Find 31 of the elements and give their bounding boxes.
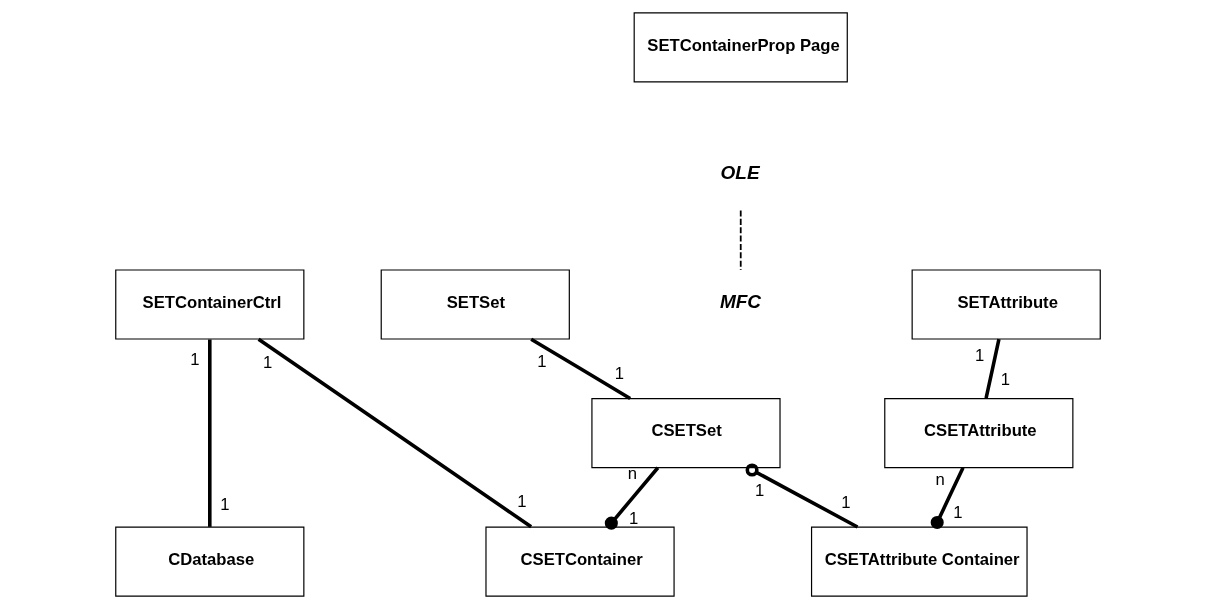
label: n [935,470,945,490]
connector [530,337,632,400]
label: 1 [263,353,273,373]
node-box: CDatabase [115,526,305,597]
label: 1 [975,346,985,366]
connector [984,338,1001,399]
node-box: SETSet [380,269,570,340]
label: 1 [190,350,200,370]
node-box: SETContainerProp Page [633,12,848,83]
label: OLE [720,162,760,184]
connector [745,463,859,529]
label: 1 [220,494,230,514]
label: 1 [614,363,625,383]
label: 1 [953,503,963,523]
node-box: CSETAttribute [884,397,1074,469]
node-box: CSETContainer [485,526,675,597]
label: 1 [754,480,765,500]
label: 1 [517,491,527,511]
node-box: CSETSet [591,397,781,469]
label: 1 [841,493,851,512]
connector [930,466,965,530]
connector [604,466,660,530]
label: 1 [537,352,547,372]
connector [208,339,212,527]
label: 1 [1000,369,1010,389]
connector [257,337,533,529]
node-box: SETAttribute [911,269,1101,340]
node-box: CSETAttribute Container [810,526,1028,597]
label: 1 [628,509,639,529]
node-box: SETContainerCtrl [115,269,305,340]
label: MFC [719,290,762,312]
